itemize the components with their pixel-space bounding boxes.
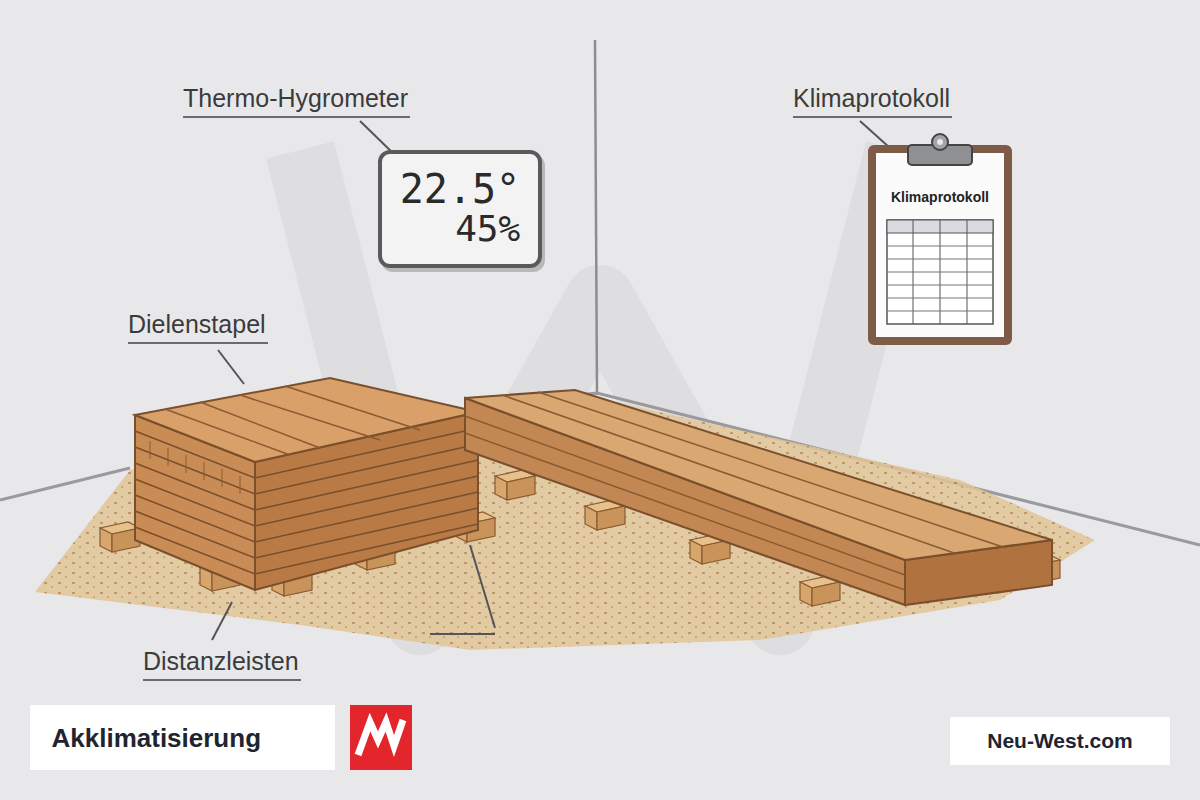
part-label: Thermo-Hygrometer — [183, 84, 410, 118]
node-text: 45% — [400, 210, 520, 248]
leader-lines — [212, 121, 890, 640]
log-table — [886, 219, 994, 327]
node-text: 22.5° — [400, 168, 520, 210]
clipboard: Klimaprotokoll — [868, 145, 1012, 345]
brand-box: Neu-West.com — [950, 717, 1170, 765]
part-label: Klimaprotokoll — [793, 84, 952, 118]
logo-mark — [350, 705, 412, 770]
logo-glyph — [358, 720, 403, 755]
part-label: Distanzleisten — [143, 647, 301, 681]
node-text: Akklimatisierung — [52, 723, 313, 754]
caption-box: Akklimatisierung — [30, 705, 335, 770]
part-label: Dielenstapel — [128, 310, 268, 344]
plank-stack-flat — [465, 390, 1052, 605]
node-text: Neu-West.com — [966, 729, 1154, 753]
plank-stack — [135, 378, 478, 590]
clipboard-clip — [904, 131, 976, 173]
wall-corner — [595, 40, 597, 395]
hygrometer-display: 22.5°45% — [378, 150, 542, 268]
node-text: Klimaprotokoll — [888, 189, 992, 205]
